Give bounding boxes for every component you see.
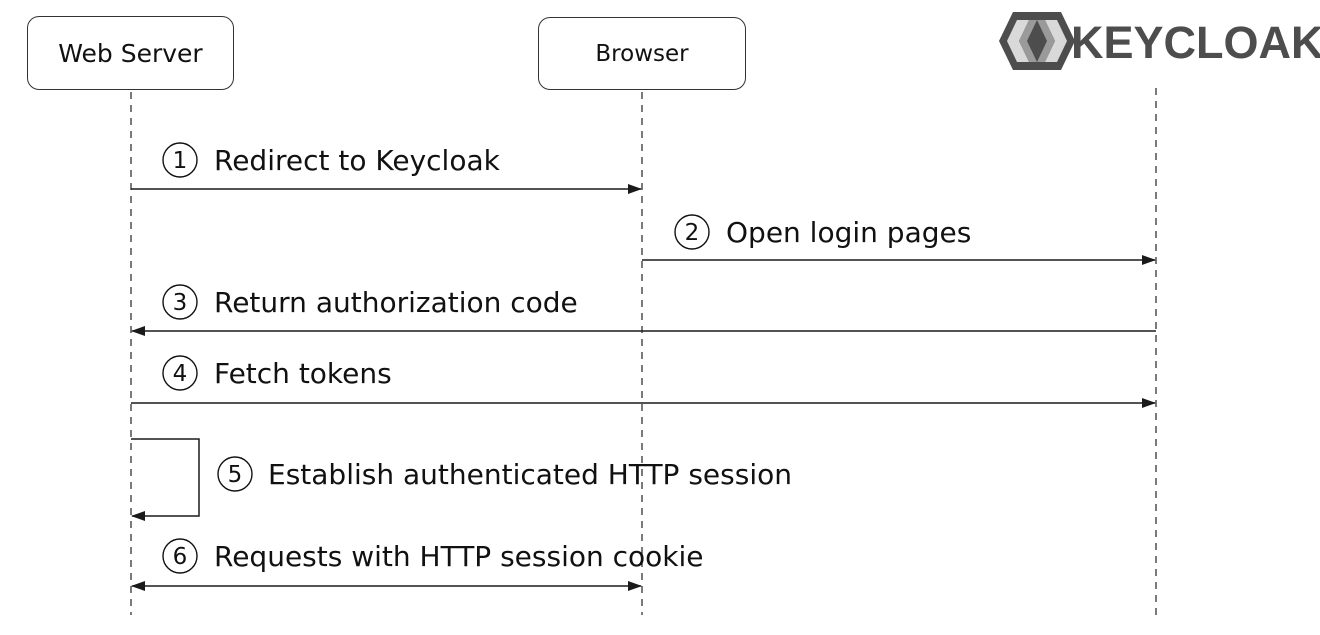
- step-number: 5: [228, 462, 243, 488]
- message-label: Establish authenticated HTTP session: [268, 458, 792, 491]
- self-call-arrow: [131, 438, 200, 521]
- step-number-circle: [162, 355, 198, 391]
- message-3: 3 Return authorization code: [131, 284, 1156, 336]
- step-number: 1: [173, 148, 188, 174]
- message-label: Open login pages: [726, 216, 971, 249]
- browser-actor: Browser: [538, 17, 746, 90]
- message-2: 2 Open login pages: [642, 214, 1156, 265]
- message-label: Return authorization code: [214, 286, 578, 319]
- keycloak-logo-icon: [999, 12, 1075, 70]
- step-number: 3: [173, 290, 188, 316]
- step-number: 6: [173, 544, 188, 570]
- message-6: 6 Requests with HTTP session cookie: [131, 538, 704, 591]
- step-number-circle: [162, 284, 198, 320]
- message-4: 4 Fetch tokens: [131, 355, 1156, 408]
- step-number-circle: [162, 538, 198, 574]
- message-label: Requests with HTTP session cookie: [214, 540, 704, 573]
- step-number-circle: [217, 456, 253, 492]
- message-1: 1 Redirect to Keycloak: [131, 142, 642, 194]
- message-5: 5 Establish authenticated HTTP session: [131, 438, 792, 521]
- step-number-circle: [162, 142, 198, 178]
- message-label: Redirect to Keycloak: [214, 144, 501, 177]
- keycloak-logo: KEYCLOAK: [999, 7, 1320, 77]
- message-label: Fetch tokens: [214, 357, 392, 390]
- keycloak-wordmark: KEYCLOAK: [1071, 17, 1320, 68]
- step-number: 4: [173, 361, 188, 387]
- step-number: 2: [685, 220, 700, 246]
- browser-label: Browser: [595, 40, 689, 67]
- web-server-label: Web Server: [58, 38, 203, 68]
- step-number-circle: [674, 214, 710, 250]
- web-server-actor: Web Server: [27, 16, 234, 90]
